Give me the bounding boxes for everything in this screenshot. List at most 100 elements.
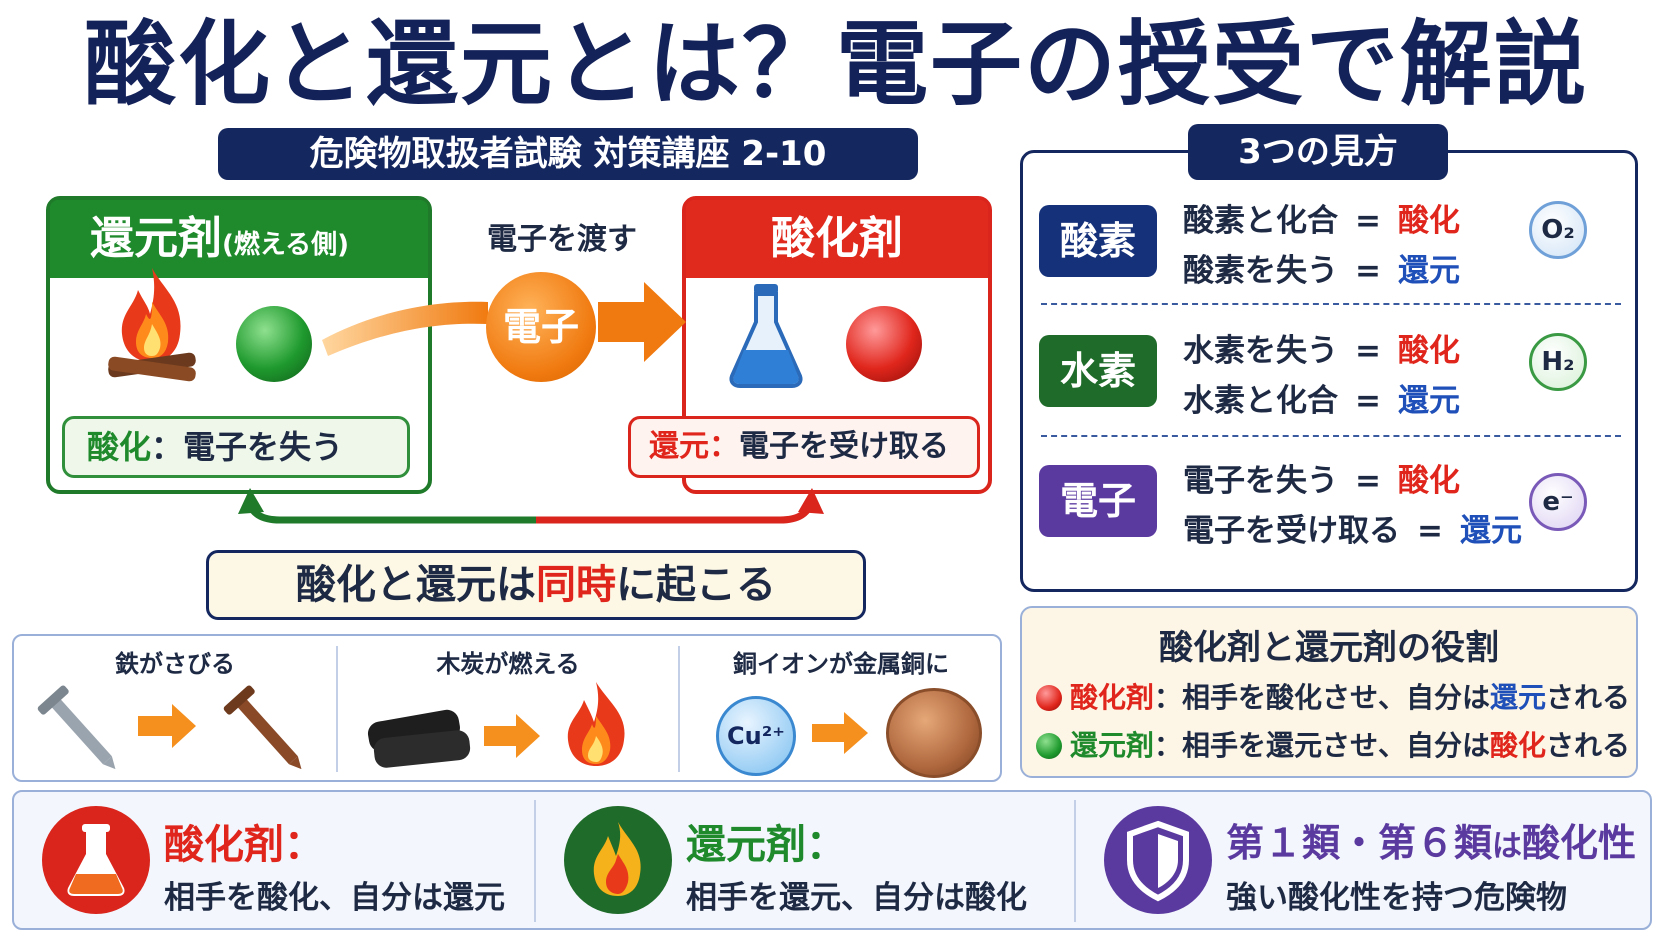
summary-reducer: 還元剤： 相手を還元、自分は酸化	[536, 792, 1074, 930]
example-divider	[678, 646, 680, 772]
hydrogen-molecule-icon: H₂	[1529, 333, 1587, 391]
red-dot-icon	[1036, 685, 1062, 711]
summary-hazard: 第１類・第６類は酸化性 強い酸化性を持つ危険物	[1076, 792, 1652, 930]
view-line-text: 水素を失う	[1183, 333, 1338, 369]
roles-title: 酸化剤と還元剤の役割	[1159, 628, 1499, 668]
view-result: 還元	[1460, 513, 1522, 549]
view-result: 酸化	[1398, 333, 1460, 369]
simultaneous-arrows	[238, 488, 824, 524]
reducer-atom-icon	[236, 306, 312, 382]
campfire-icon	[108, 268, 196, 382]
oxidizer-atom-icon	[846, 306, 922, 382]
example-rust: 鉄がさびる	[14, 636, 336, 782]
electron-ball: 電子	[486, 272, 596, 382]
view-line-text: 電子を失う	[1183, 463, 1338, 499]
summary-text: 相手を酸化、自分は還元	[164, 880, 505, 916]
view-line: 水素を失う = 酸化	[1183, 325, 1460, 370]
flask-icon	[67, 824, 125, 896]
example-copper: 銅イオンが金属銅に Cu²⁺	[680, 636, 1002, 782]
simul-emphasis: 同時	[536, 562, 616, 608]
reducer-pill-key: 酸化	[87, 428, 152, 466]
reducer-pill-text: 電子を失う	[183, 428, 344, 466]
simul-pre: 酸化と還元は	[296, 562, 536, 608]
electron-transfer-arrow	[322, 282, 686, 362]
summary-title: 酸化剤：	[164, 822, 324, 868]
divider	[1041, 303, 1621, 305]
summary-text: 相手を還元、自分は酸化	[686, 880, 1027, 916]
arrow-icon	[812, 712, 868, 754]
view-line: 酸素を失う = 還元	[1183, 245, 1460, 290]
view-line-text: 酸素と化合	[1183, 203, 1338, 239]
simul-post: に起こる	[616, 562, 776, 608]
shield-badge-icon	[1104, 806, 1212, 914]
oxidizer-pill-text: 電子を受け取る	[739, 429, 949, 464]
badge-electron: 電子	[1039, 465, 1157, 537]
reducer-pill-sep: ：	[151, 428, 184, 466]
role-reducer: 還元剤：相手を還元させ、自分は酸化される	[1036, 724, 1630, 764]
divider	[1041, 435, 1621, 437]
view-line-text: 酸素を失う	[1183, 253, 1338, 289]
view-line: 電子を受け取る = 還元	[1183, 505, 1522, 550]
role-key: 酸化剤	[1070, 681, 1155, 714]
view-result: 還元	[1398, 253, 1460, 289]
summary-divider	[534, 800, 536, 922]
three-views-panel: 酸素 酸素と化合=酸化 酸素を失う=還元 O₂ 水素 水素を失う=酸化 水素と化…	[1020, 150, 1638, 592]
reducer-header: 還元剤(燃える側)	[50, 200, 428, 278]
view-line-text: 電子を受け取る	[1183, 513, 1400, 549]
equals-sign: =	[1355, 383, 1381, 419]
summary-title-part: 第１類・第６類	[1226, 821, 1493, 865]
role-key: 還元剤	[1070, 729, 1155, 762]
example-label: 木炭が燃える	[436, 650, 580, 678]
roles-panel: 酸化剤と還元剤の役割 酸化剤：相手を酸化させ、自分は還元される 還元剤：相手を還…	[1020, 606, 1638, 778]
electron-icon: e⁻	[1529, 473, 1587, 531]
example-label: 鉄がさびる	[115, 650, 235, 678]
example-charcoal: 木炭が燃える	[338, 636, 678, 782]
role-text: ：相手を酸化させ、自分は	[1154, 681, 1491, 714]
equals-sign: =	[1355, 253, 1381, 289]
shield-icon	[1127, 820, 1189, 902]
view-line: 電子を失う=酸化	[1183, 455, 1460, 500]
view-result: 還元	[1398, 383, 1460, 419]
fire-badge-icon	[564, 806, 672, 914]
equals-sign: =	[1355, 333, 1381, 369]
role-text: ：相手を還元させ、自分は	[1154, 729, 1491, 762]
reducer-title: 還元剤	[90, 213, 222, 264]
example-label: 銅イオンが金属銅に	[733, 650, 949, 678]
equals-sign: =	[1417, 513, 1443, 549]
role-emphasis: 酸化	[1490, 729, 1547, 762]
simultaneous-banner: 酸化と還元は同時に起こる	[206, 550, 866, 620]
green-dot-icon	[1036, 733, 1062, 759]
nail-rust-icon	[37, 685, 302, 770]
reducer-note: (燃える側)	[222, 230, 349, 260]
page-title: 酸化と還元とは？電子の授受で解説	[83, 11, 1588, 118]
summary-strip: 酸化剤： 相手を酸化、自分は還元 還元剤： 相手を還元、自分は酸化 第１類・第６…	[12, 790, 1652, 930]
copper-coin-icon	[886, 688, 982, 778]
view-line: 水素と化合=還元	[1183, 375, 1460, 420]
fire-icon	[593, 822, 641, 896]
copper-ion-icon: Cu²⁺	[716, 696, 796, 776]
flask-badge-icon	[42, 806, 150, 914]
charcoal-fire-icon	[367, 682, 625, 768]
reducer-pill: 酸化：電子を失う	[62, 416, 410, 478]
example-divider	[336, 646, 338, 772]
summary-text: 強い酸化性を持つ危険物	[1226, 880, 1567, 916]
oxidizer-pill-key: 還元	[649, 429, 709, 464]
examples-panel: 鉄がさびる 木炭が燃える 銅イオンが金属銅に	[12, 634, 1002, 782]
equals-sign: =	[1355, 203, 1381, 239]
oxygen-molecule-icon: O₂	[1529, 201, 1587, 259]
three-views-tag: 3つの見方	[1188, 124, 1448, 180]
flask-icon	[729, 284, 803, 388]
subtitle-banner: 危険物取扱者試験 対策講座 2-10	[218, 128, 918, 180]
summary-title-part: 酸化性	[1522, 821, 1637, 865]
badge-oxygen: 酸素	[1039, 205, 1157, 277]
summary-title: 還元剤：	[686, 822, 846, 868]
oxidizer-pill: 還元：電子を受け取る	[628, 416, 980, 478]
view-result: 酸化	[1398, 463, 1460, 499]
summary-divider	[1074, 800, 1076, 922]
oxidizer-pill-sep: ：	[709, 429, 739, 464]
role-emphasis: 還元	[1490, 681, 1547, 714]
oxidizer-header: 酸化剤	[686, 200, 988, 278]
view-result: 酸化	[1398, 203, 1460, 239]
role-oxidizer: 酸化剤：相手を酸化させ、自分は還元される	[1036, 676, 1630, 716]
transfer-label: 電子を渡す	[487, 222, 637, 257]
